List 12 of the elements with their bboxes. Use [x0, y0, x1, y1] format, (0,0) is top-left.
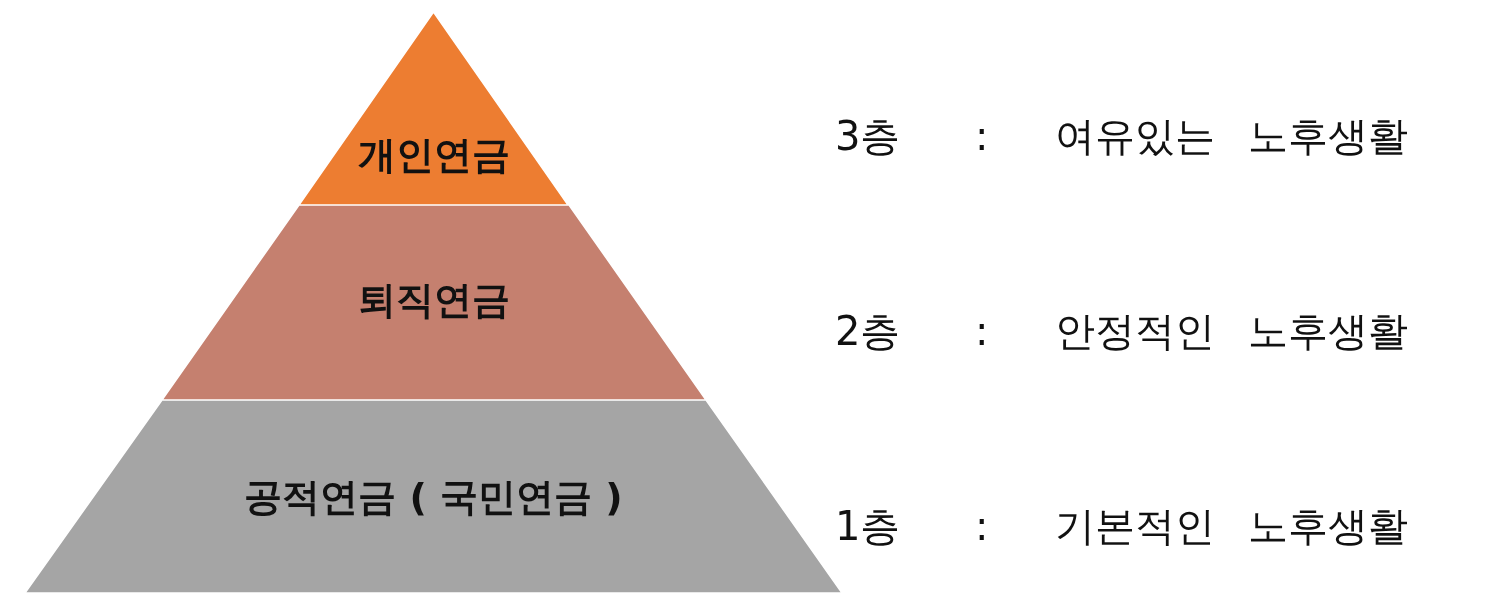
tier-label: 개인연금	[357, 133, 510, 177]
colon: :	[975, 506, 989, 546]
tier-number: 1층	[835, 506, 901, 546]
tier-description: 여유있는 노후생활	[1055, 116, 1408, 156]
tier-number: 3층	[835, 116, 901, 156]
tier-label: 퇴직연금	[358, 278, 510, 322]
tier-label: 공적연금 ( 국민연금 )	[244, 475, 623, 519]
tier-description: 기본적인 노후생활	[1055, 506, 1408, 546]
colon: :	[975, 311, 989, 351]
tier-number: 2층	[835, 311, 901, 351]
colon: :	[975, 116, 989, 156]
tier-description: 안정적인 노후생활	[1055, 311, 1408, 351]
